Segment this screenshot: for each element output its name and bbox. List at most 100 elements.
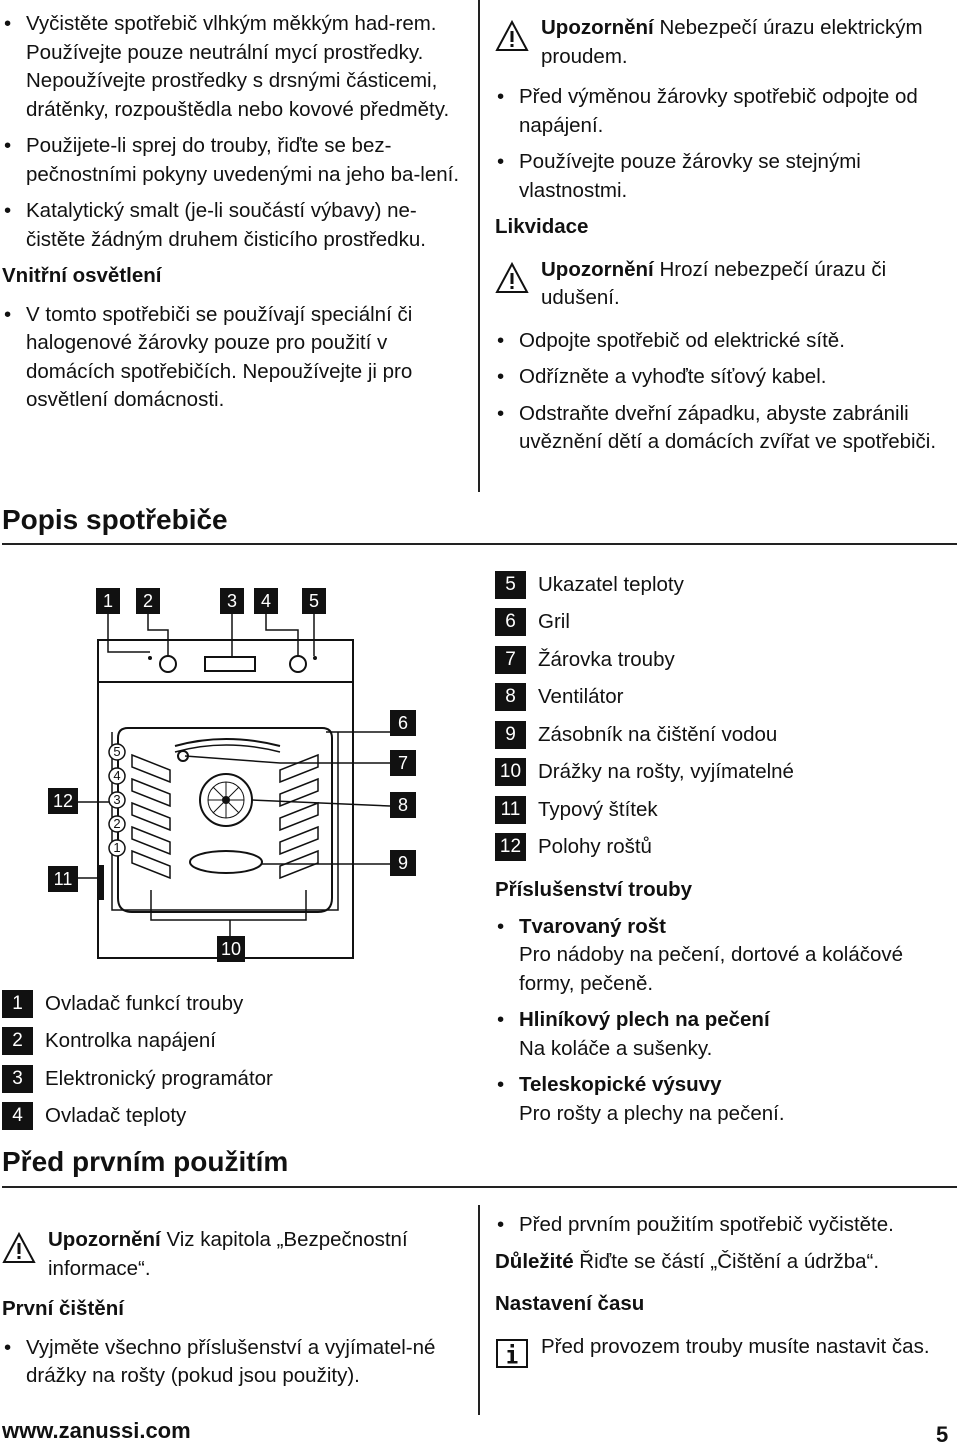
shelf-position-2: 2	[113, 816, 121, 831]
heading-rule	[2, 1186, 957, 1188]
legend-text: Polohy roštů	[538, 835, 652, 859]
shelf-position-4: 4	[113, 768, 121, 783]
legend-number: 1	[2, 989, 33, 1018]
column-divider	[478, 1205, 480, 1415]
legend-item: 5 Ukazatel teploty	[495, 566, 957, 604]
diagram-label-11: 11	[48, 866, 78, 892]
legend-number: 7	[495, 645, 526, 674]
warning-icon	[495, 261, 529, 293]
disposal-bullets: Odpojte spotřebič od elektrické sítě. Od…	[495, 327, 957, 457]
warning-suffocation: Upozornění Hrozí nebezpečí úrazu či uduš…	[495, 256, 957, 313]
warning-icon	[495, 20, 529, 51]
diagram-label-8: 8	[390, 792, 416, 818]
warning-label: Upozornění	[48, 1228, 161, 1251]
list-item: Hliníkový plech na pečení Na koláče a suš…	[495, 1006, 957, 1063]
legend-number: 11	[495, 795, 526, 824]
warning-label: Upozornění	[541, 16, 654, 39]
list-item: Vyjměte všechno příslušenství a vyjímate…	[2, 1334, 462, 1391]
important-note: Důležité Řiďte se částí „Čištění a údržb…	[495, 1248, 957, 1277]
list-item: Před prvním použitím spotřebič vyčistěte…	[495, 1211, 957, 1240]
legend-item: 11 Typový štítek	[495, 791, 957, 829]
legend-item: 6 Gril	[495, 604, 957, 642]
left-top-column: Vyčistěte spotřebič vlhkým měkkým had-re…	[2, 10, 460, 423]
legend-number: 5	[495, 570, 526, 599]
diagram-label-1: 1	[96, 588, 120, 614]
accessory-title: Teleskopické výsuvy	[519, 1073, 722, 1096]
legend-text: Ovladač funkcí trouby	[45, 991, 244, 1015]
section-heading-likvidace: Likvidace	[495, 215, 589, 238]
legend-item: 12 Polohy roštů	[495, 829, 957, 867]
section-heading-prvni: První čištění	[2, 1297, 124, 1320]
legend-number: 9	[495, 720, 526, 749]
section-heading-nastaveni: Nastavení času	[495, 1292, 645, 1315]
pre-use-bullets: Před prvním použitím spotřebič vyčistěte…	[495, 1211, 957, 1240]
shelf-position-1: 1	[113, 840, 121, 855]
diagram-label-9: 9	[390, 850, 416, 876]
warning-label: Upozornění	[541, 257, 654, 281]
legend-text: Žárovka trouby	[538, 647, 675, 671]
diagram-label-2: 2	[136, 588, 160, 614]
bottom-left-column: Upozornění Viz kapitola „Bezpečnostní in…	[2, 1226, 462, 1399]
oven-diagram: 1 2 3 4 5 6 7 8 9 10 11 12 5 4 3 2 1	[0, 560, 480, 980]
legend-text: Typový štítek	[538, 797, 658, 821]
diagram-label-4: 4	[254, 588, 278, 614]
legend-number: 2	[2, 1027, 33, 1056]
right-top-column: Upozornění Nebezpečí úrazu elektrickým p…	[495, 14, 957, 465]
diagram-label-10: 10	[217, 936, 245, 962]
list-item: V tomto spotřebiči se používají speciáln…	[2, 301, 460, 415]
list-item: Používejte pouze žárovky se stejnými vla…	[495, 148, 957, 205]
legend-number: 4	[2, 1102, 33, 1131]
warning-text: Viz kapitola „Bezpečnostní informace“.	[48, 1228, 408, 1280]
legend-number: 6	[495, 608, 526, 637]
diagram-label-3: 3	[220, 588, 244, 614]
diagram-label-5: 5	[302, 588, 326, 614]
warning-electric: Upozornění Nebezpečí úrazu elektrickým p…	[495, 14, 957, 71]
legend-item: 4 Ovladač teploty	[2, 1098, 462, 1136]
shelf-position-5: 5	[113, 744, 121, 759]
list-item: Odstraňte dveřní západku, abyste zabráni…	[495, 400, 957, 457]
page-title-popis: Popis spotřebiče	[2, 504, 228, 535]
bulb-bullets: Před výměnou žárovky spotřebič odpojte o…	[495, 83, 957, 205]
list-item: Odpojte spotřebič od elektrické sítě.	[495, 327, 957, 356]
legend-number: 8	[495, 683, 526, 712]
section-heading-vnitrni: Vnitřní osvětlení	[2, 264, 162, 287]
legend-item: 8 Ventilátor	[495, 679, 957, 717]
bottom-right-column: Před prvním použitím spotřebič vyčistěte…	[495, 1211, 957, 1369]
legend-text: Ovladač teploty	[45, 1104, 187, 1128]
list-item: Odřízněte a vyhoďte síťový kabel.	[495, 363, 957, 392]
legend-item: 7 Žárovka trouby	[495, 641, 957, 679]
legend-number: 12	[495, 833, 526, 862]
list-item: Před výměnou žárovky spotřebič odpojte o…	[495, 83, 957, 140]
list-item: Katalytický smalt (je-li součástí výbavy…	[2, 197, 460, 254]
accessory-desc: Na koláče a sušenky.	[519, 1036, 713, 1060]
section-heading-prislusenstvi: Příslušenství trouby	[495, 878, 693, 901]
important-label: Důležité	[495, 1249, 574, 1273]
warning-see-chapter: Upozornění Viz kapitola „Bezpečnostní in…	[2, 1226, 462, 1283]
accessory-title: Hliníkový plech na pečení	[519, 1008, 770, 1031]
diagram-label-6: 6	[390, 710, 416, 736]
list-item: Použijete-li sprej do trouby, řiďte se b…	[2, 132, 460, 189]
page-title-pred: Před prvním použitím	[2, 1146, 289, 1177]
warning-text: Hrozí nebezpečí úrazu či udušení.	[541, 257, 887, 310]
heading-rule	[2, 543, 957, 545]
shelf-position-3: 3	[113, 792, 121, 807]
legend-item: 1 Ovladač funkcí trouby	[2, 985, 462, 1023]
info-icon	[496, 1338, 528, 1368]
legend-number: 10	[495, 758, 526, 787]
legend-text: Gril	[538, 610, 570, 634]
accessory-desc: Pro nádoby na pečení, dortové a koláčové…	[519, 943, 904, 995]
first-clean-bullets: Vyjměte všechno příslušenství a vyjímate…	[2, 1334, 462, 1391]
legend-number: 3	[2, 1064, 33, 1093]
legend-text: Ventilátor	[538, 685, 624, 709]
warning-text: Nebezpečí úrazu elektrickým proudem.	[541, 16, 923, 68]
important-text: Řiďte se částí „Čištění a údržba“.	[573, 1249, 880, 1273]
warning-icon	[2, 1232, 36, 1263]
diagram-label-12: 12	[48, 788, 78, 814]
legend-text: Ukazatel teploty	[538, 572, 684, 596]
